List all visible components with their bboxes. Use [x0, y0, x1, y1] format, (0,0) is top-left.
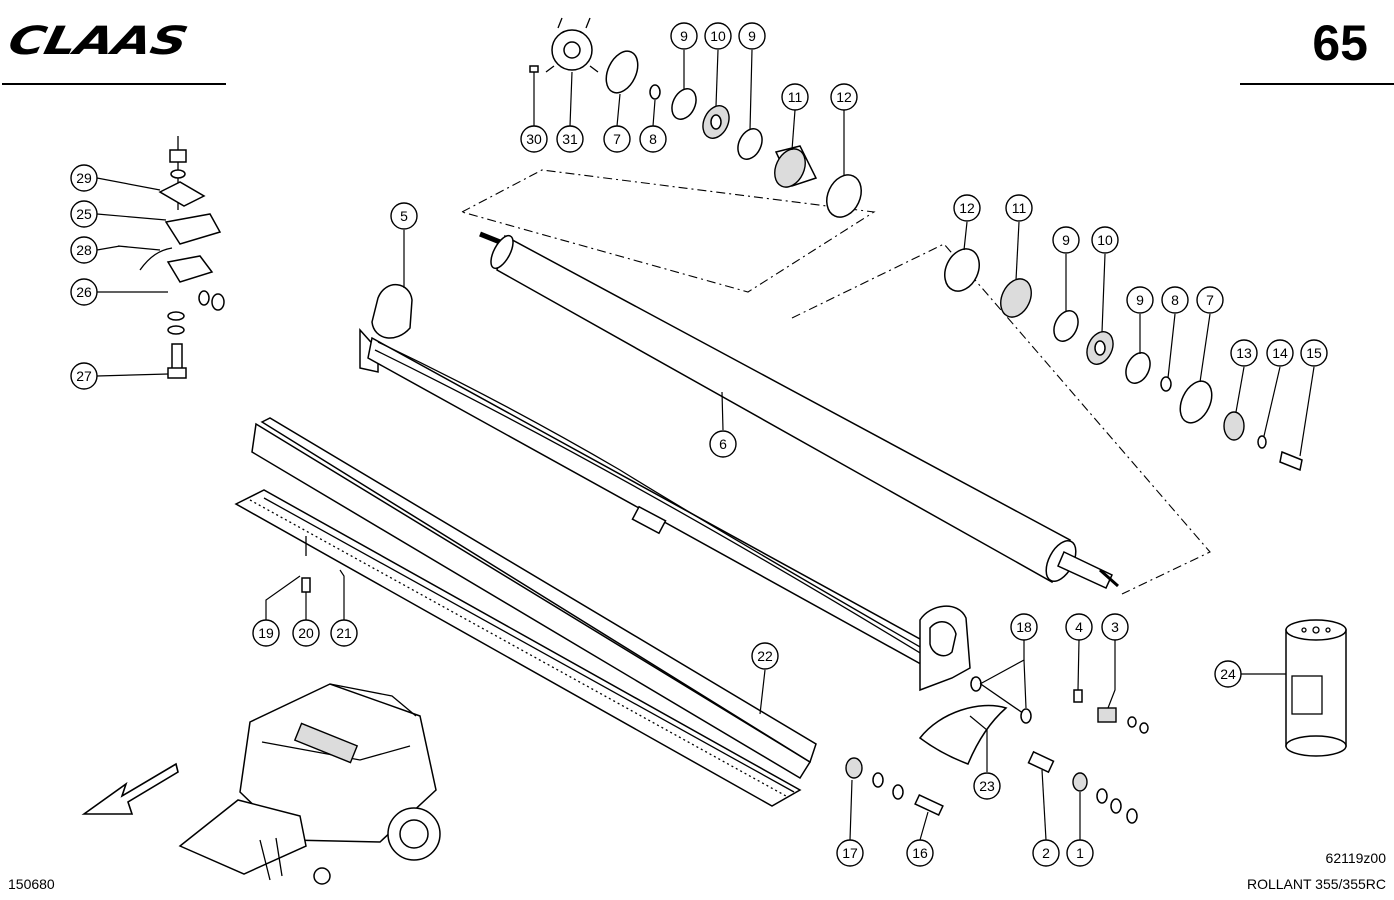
callout-label: 27: [76, 368, 92, 384]
callout-20: 20: [292, 619, 320, 647]
callout-22: 22: [751, 642, 779, 670]
roller-drum: [479, 231, 1119, 589]
callout-7: 7: [1196, 286, 1224, 314]
callout-label: 1: [1076, 845, 1084, 861]
sensor-bracket-parts: [117, 136, 225, 379]
callout-label: 10: [710, 28, 726, 44]
callout-16: 16: [906, 839, 934, 867]
callout-31: 31: [556, 125, 584, 153]
callout-18: 18: [1010, 613, 1038, 641]
callout-label: 22: [757, 648, 773, 664]
callout-label: 9: [680, 28, 688, 44]
drawing-code: 62119z00: [1325, 850, 1386, 866]
callout-label: 3: [1111, 619, 1119, 635]
callout-label: 6: [719, 436, 727, 452]
callout-label: 12: [836, 89, 852, 105]
callout-label: 20: [298, 625, 314, 641]
callout-5: 5: [390, 202, 418, 230]
leader-lines: [96, 49, 1315, 841]
callout-30: 30: [520, 125, 548, 153]
callout-1: 1: [1066, 839, 1094, 867]
callout-17: 17: [836, 839, 864, 867]
callout-label: 30: [526, 131, 542, 147]
callout-29: 29: [70, 164, 98, 192]
callout-label: 25: [76, 206, 92, 222]
callout-11: 11: [1005, 194, 1033, 222]
model-label: ROLLANT 355/355RC: [1246, 876, 1386, 892]
callout-15: 15: [1300, 339, 1328, 367]
callout-label: 29: [76, 170, 92, 186]
callout-label: 10: [1097, 232, 1113, 248]
callout-label: 28: [76, 242, 92, 258]
callout-label: 24: [1220, 666, 1236, 682]
direction-arrow-icon: [81, 762, 179, 815]
callout-label: 7: [613, 131, 621, 147]
callout-label: 12: [959, 200, 975, 216]
callout-27: 27: [70, 362, 98, 390]
callout-28: 28: [70, 236, 98, 264]
callout-label: 9: [1062, 232, 1070, 248]
footer-left-code: 150680: [8, 876, 55, 892]
callout-13: 13: [1230, 339, 1258, 367]
callout-6: 6: [709, 430, 737, 458]
callout-label: 5: [400, 208, 408, 224]
callout-label: 18: [1016, 619, 1032, 635]
scraper-strips: [234, 417, 817, 807]
callout-label: 9: [1136, 292, 1144, 308]
cross-beam: [359, 284, 971, 692]
callout-label: 8: [1171, 292, 1179, 308]
top-bearing-parts: [529, 17, 862, 218]
callout-23: 23: [973, 772, 1001, 800]
fasteners: [301, 536, 1149, 824]
callout-7: 7: [603, 125, 631, 153]
callout-24: 24: [1214, 660, 1242, 688]
callout-label: 15: [1306, 345, 1322, 361]
callout-label: 11: [788, 89, 803, 105]
callout-9: 9: [738, 22, 766, 50]
page-number: 65: [1312, 15, 1368, 71]
callout-label: 8: [649, 131, 657, 147]
callout-label: 19: [258, 625, 274, 641]
right-bearing-parts: [944, 248, 1303, 472]
dash-right-assembly: [791, 243, 1211, 595]
callout-label: 4: [1075, 619, 1083, 635]
callout-14: 14: [1266, 339, 1294, 367]
callout-8: 8: [639, 125, 667, 153]
callout-12: 12: [830, 83, 858, 111]
callout-label: 21: [336, 625, 352, 641]
callout-26: 26: [70, 278, 98, 306]
dash-left-assembly: [460, 169, 876, 293]
callout-label: 17: [842, 845, 858, 861]
baler-location-thumbnail: [178, 683, 441, 885]
grease-can: [1285, 619, 1347, 757]
callout-label: 7: [1206, 292, 1214, 308]
callout-label: 14: [1272, 345, 1288, 361]
callout-label: 2: [1042, 845, 1050, 861]
callout-2: 2: [1032, 839, 1060, 867]
callout-3: 3: [1101, 613, 1129, 641]
callout-label: 16: [912, 845, 928, 861]
callout-label: 26: [76, 284, 92, 300]
callout-11: 11: [781, 83, 809, 111]
callout-19: 19: [252, 619, 280, 647]
callout-label: 11: [1012, 200, 1027, 216]
callout-10: 10: [1091, 226, 1119, 254]
callout-4: 4: [1065, 613, 1093, 641]
callout-10: 10: [704, 22, 732, 50]
callout-label: 31: [562, 131, 578, 147]
scraper-tip: [918, 676, 1032, 765]
callout-9: 9: [670, 22, 698, 50]
callout-label: 13: [1236, 345, 1252, 361]
callout-label: 9: [748, 28, 756, 44]
callout-8: 8: [1161, 286, 1189, 314]
callout-9: 9: [1126, 286, 1154, 314]
callout-25: 25: [70, 200, 98, 228]
callout-label: 23: [979, 778, 995, 794]
callout-9: 9: [1052, 226, 1080, 254]
callout-12: 12: [953, 194, 981, 222]
callout-21: 21: [330, 619, 358, 647]
